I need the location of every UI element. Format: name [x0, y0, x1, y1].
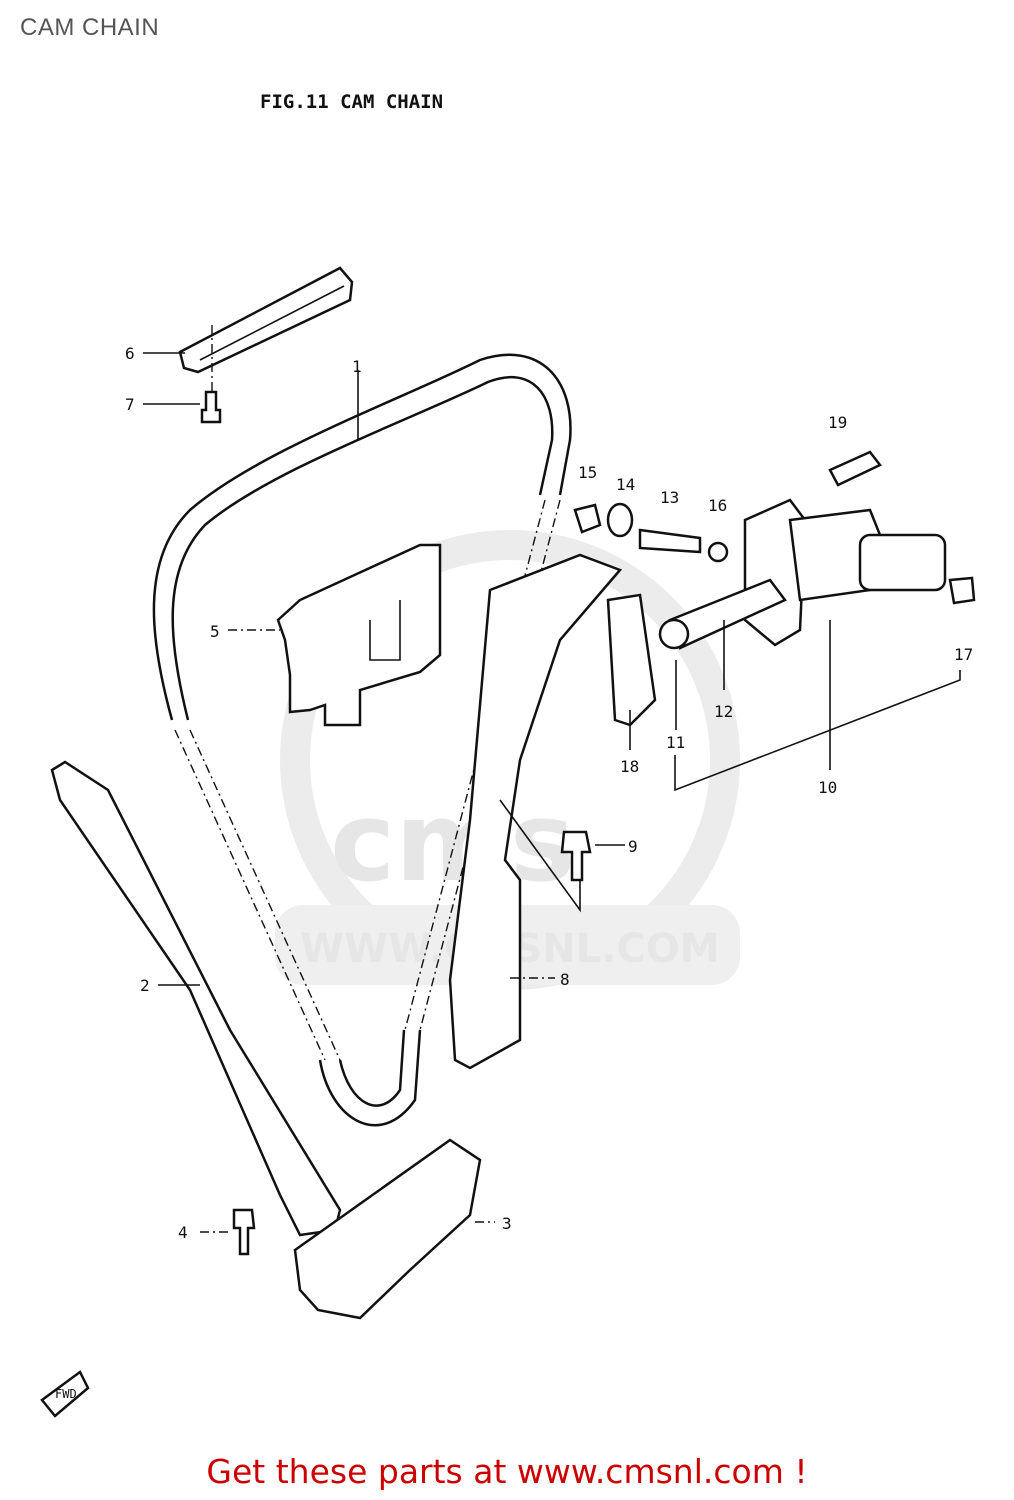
tensioner-assembly: [573, 450, 976, 792]
callout-19: 19: [828, 413, 847, 432]
callout-12: 12: [714, 702, 733, 721]
watermark-logo: cms: [330, 778, 575, 906]
parts-diagram: cms WWW.CMSNL.COM FIG.11 CAM CHAIN: [40, 91, 976, 1418]
callout-14: 14: [616, 475, 635, 494]
callout-leaders: [143, 352, 831, 1233]
footer-link[interactable]: Get these parts at www.cmsnl.com !: [206, 1452, 808, 1491]
callout-11: 11: [666, 733, 685, 752]
figure-title: FIG.11 CAM CHAIN: [260, 91, 443, 113]
page-title: CAM CHAIN: [20, 14, 160, 41]
callout-9: 9: [628, 837, 638, 856]
callout-15: 15: [578, 463, 597, 482]
callout-16: 16: [708, 496, 727, 515]
slipper-bolt: [499, 799, 592, 913]
fwd-label: FWD: [55, 1387, 77, 1401]
callout-3: 3: [502, 1214, 512, 1233]
lower-chain-guide: [293, 1138, 482, 1320]
upper-chain-guide: [178, 266, 354, 374]
tensioner-slipper: [448, 553, 623, 1070]
callouts: 1 2 3 4 5 6 7 8 9 10 11 12 13 14 15 16 1…: [125, 344, 973, 1242]
fwd-arrow-icon: FWD: [40, 1370, 90, 1418]
callout-17: 17: [954, 645, 973, 664]
lower-guide-bolt: [232, 1208, 256, 1256]
callout-8: 8: [560, 970, 570, 989]
callout-18: 18: [620, 757, 639, 776]
guide-bolt: [200, 325, 222, 424]
callout-7: 7: [125, 395, 135, 414]
callout-1: 1: [352, 357, 362, 376]
callout-6: 6: [125, 344, 135, 363]
callout-13: 13: [660, 488, 679, 507]
callout-10: 10: [818, 778, 837, 797]
center-chain-guide: [276, 543, 442, 727]
callout-4: 4: [178, 1223, 188, 1242]
callout-5: 5: [210, 622, 220, 641]
callout-2: 2: [140, 976, 150, 995]
